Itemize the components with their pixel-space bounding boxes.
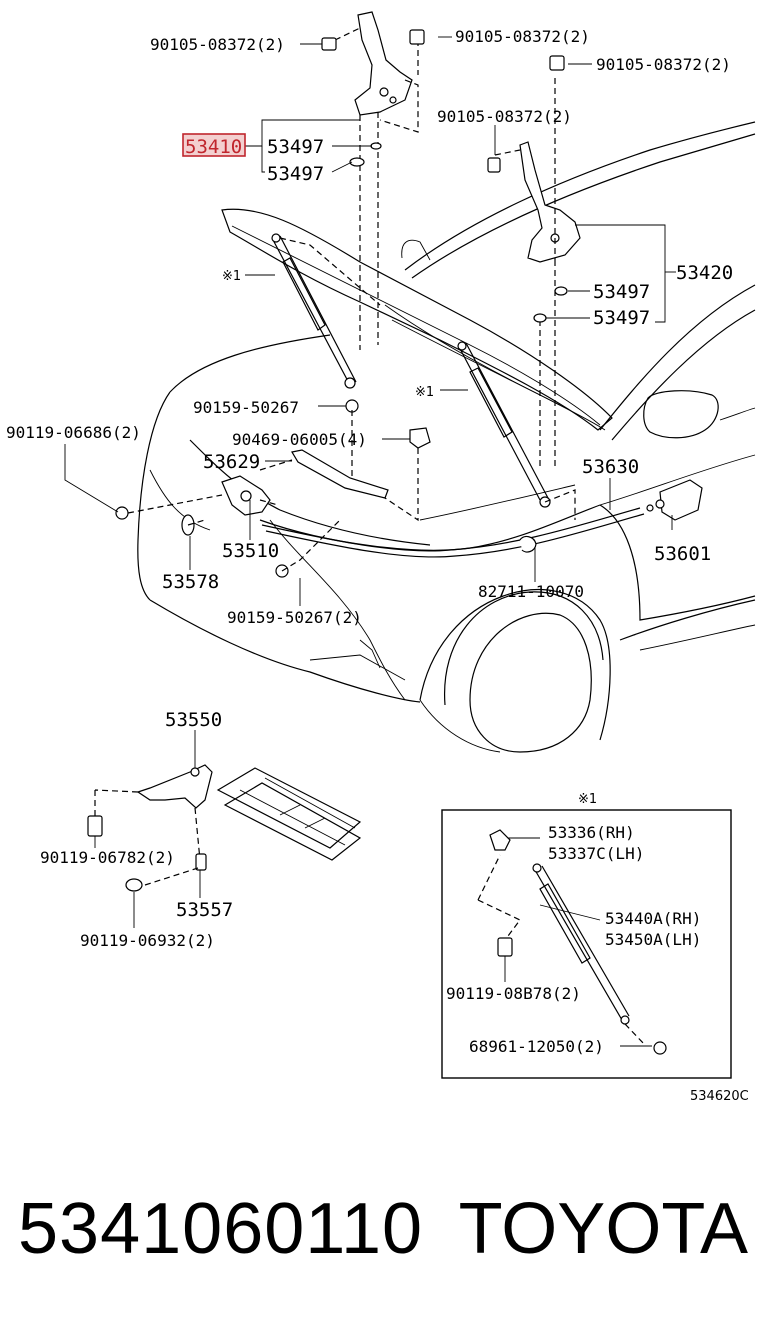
safety-catch-group — [87, 764, 362, 892]
label-note1-a: ※1 — [222, 269, 241, 284]
diagram-reference-code: 534620C — [690, 1089, 749, 1104]
label-53497-b: 53497 — [267, 163, 324, 185]
fasteners — [321, 29, 565, 173]
label-53630: 53630 — [582, 456, 639, 478]
part-number: 5341060110 — [18, 1189, 424, 1269]
label-53420: 53420 — [676, 262, 733, 284]
label-53337c-lh: 53337C(LH) — [548, 844, 644, 863]
label-90119-06932: 90119-06932(2) — [80, 931, 215, 950]
label-53410-highlighted: 53410 — [185, 136, 242, 158]
label-90119-06782: 90119-06782(2) — [40, 848, 175, 867]
leader-lines — [64, 36, 676, 1047]
label-90105-08372-a: 90105-08372(2) — [150, 35, 285, 54]
label-note1-box: ※1 — [578, 792, 597, 807]
highlight-box-53410 — [182, 133, 246, 157]
hood-hinge-right — [494, 78, 581, 470]
hood-hinge-left — [334, 11, 419, 350]
label-53578: 53578 — [162, 571, 219, 593]
label-53336-rh: 53336(RH) — [548, 823, 635, 842]
label-90159-50267-a: 90159-50267 — [193, 398, 299, 417]
label-53497-d: 53497 — [593, 307, 650, 329]
label-53510: 53510 — [222, 540, 279, 562]
brand-name: TOYOTA — [458, 1189, 748, 1269]
label-53557: 53557 — [176, 899, 233, 921]
label-53497-a: 53497 — [267, 136, 324, 158]
label-90105-08372-c: 90105-08372(2) — [596, 55, 731, 74]
hood-latch-area — [115, 399, 703, 578]
label-90105-08372-d: 90105-08372(2) — [437, 107, 572, 126]
label-53450a-lh: 53450A(LH) — [605, 930, 701, 949]
label-90469-06005: 90469-06005(4) — [232, 430, 367, 449]
label-90119-06686: 90119-06686(2) — [6, 423, 141, 442]
parts-diagram: 90105-08372(2) 90105-08372(2) 90105-0837… — [6, 11, 756, 1104]
hood-strut-left — [271, 233, 381, 389]
label-53550: 53550 — [165, 709, 222, 731]
label-53497-c: 53497 — [593, 281, 650, 303]
strut-detail-inset — [441, 809, 732, 1079]
vehicle-outline — [137, 121, 756, 753]
part-footer: 5341060110 TOYOTA — [18, 1188, 748, 1278]
label-68961-12050: 68961-12050(2) — [469, 1037, 604, 1056]
label-53601: 53601 — [654, 543, 711, 565]
label-90119-08b78: 90119-08B78(2) — [446, 984, 581, 1003]
label-53440a-rh: 53440A(RH) — [605, 909, 701, 928]
label-82711-10070: 82711-10070 — [478, 582, 584, 601]
label-note1-b: ※1 — [415, 385, 434, 400]
label-90105-08372-b: 90105-08372(2) — [455, 27, 590, 46]
label-90159-50267-b: 90159-50267(2) — [227, 608, 362, 627]
label-53629: 53629 — [203, 451, 260, 473]
hood-strut-right — [457, 341, 576, 520]
callout-labels: 90105-08372(2) 90105-08372(2) 90105-0837… — [6, 27, 749, 1104]
